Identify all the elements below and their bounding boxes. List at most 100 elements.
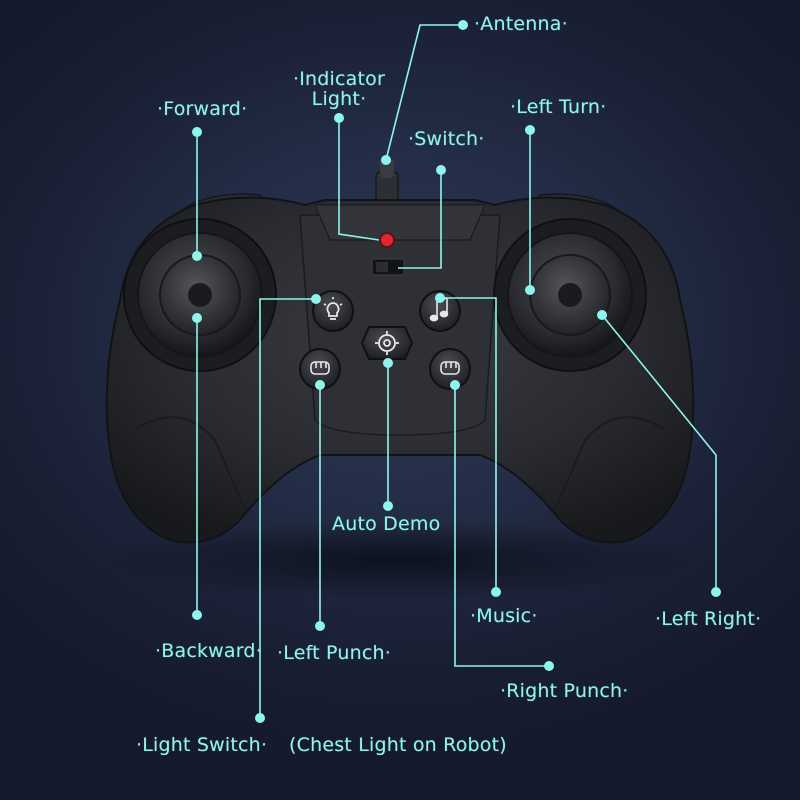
dot-separator: · <box>600 96 607 118</box>
label-left-right: ·Left Right· <box>655 609 761 629</box>
dot-separator: · <box>531 605 538 627</box>
dot <box>311 294 321 304</box>
gear-icon <box>375 331 399 355</box>
leader-music <box>440 297 497 592</box>
dot-separator: · <box>655 608 662 630</box>
dot <box>458 20 468 30</box>
label-backward: ·Backward· <box>155 641 262 661</box>
label-text: Backward <box>161 640 256 662</box>
label-forward: ·Forward· <box>157 99 247 119</box>
right-punch-button <box>429 348 471 390</box>
leader-dots <box>192 20 721 723</box>
antenna <box>375 158 399 207</box>
dot-separator: · <box>510 96 517 118</box>
label-text: Light <box>311 88 361 110</box>
label-text: (Chest Light on Robot) <box>289 734 507 756</box>
label-text: Auto Demo <box>332 513 441 535</box>
dot-separator: · <box>292 68 300 90</box>
leader-antenna <box>385 24 463 161</box>
left-grip-contour <box>134 416 246 511</box>
indicator-led <box>379 232 395 248</box>
label-indicator-light: ·Indicator Light· <box>287 69 391 109</box>
dot-separator: · <box>155 640 162 662</box>
leader-light-switch <box>259 298 316 718</box>
label-music: ·Music· <box>470 606 538 626</box>
music-button <box>419 290 461 332</box>
left-joystick <box>123 218 277 372</box>
label-chest-light: (Chest Light on Robot) <box>289 735 507 755</box>
power-switch-knob <box>376 262 388 272</box>
right-grip-contour <box>554 416 666 511</box>
dot-separator: · <box>408 128 415 150</box>
label-text: Indicator <box>299 68 385 90</box>
bulb-icon <box>323 297 343 320</box>
label-text: Left Turn <box>516 96 601 118</box>
dot <box>383 358 393 368</box>
dot <box>491 587 501 597</box>
dot <box>544 661 554 671</box>
dot <box>192 313 202 323</box>
right-joystick <box>493 218 647 372</box>
label-text: Right Punch <box>506 680 623 702</box>
label-text: Left Punch <box>283 642 385 664</box>
dot-separator: · <box>622 680 629 702</box>
fist-icon <box>440 361 460 375</box>
dot-separator: · <box>478 128 485 150</box>
dot-separator: · <box>255 640 262 662</box>
dot-separator: · <box>474 13 481 35</box>
dot <box>334 113 344 123</box>
label-text: Antenna <box>480 13 562 35</box>
floor-shadow <box>100 520 700 600</box>
leader-lines <box>196 24 717 718</box>
label-text: Forward <box>163 98 242 120</box>
label-text: Light Switch <box>142 734 261 756</box>
label-antenna: ·Antenna· <box>474 14 568 34</box>
dot <box>383 501 393 511</box>
leader-left-right <box>601 314 717 592</box>
dot <box>436 165 446 175</box>
label-left-turn: ·Left Turn· <box>510 97 606 117</box>
label-auto-demo: Auto Demo <box>332 514 440 534</box>
leader-right-punch <box>454 385 549 667</box>
dot-separator: · <box>157 98 164 120</box>
dot <box>525 285 535 295</box>
auto-demo-button <box>360 326 414 360</box>
dot <box>192 610 202 620</box>
dot <box>435 293 445 303</box>
dot <box>315 621 325 631</box>
dot <box>381 155 391 165</box>
dot <box>711 587 721 597</box>
dot-separator: · <box>470 605 477 627</box>
dot-separator: · <box>500 680 507 702</box>
dot <box>597 310 607 320</box>
dot-separator: · <box>755 608 762 630</box>
dot-separator: · <box>277 642 284 664</box>
dot <box>192 127 202 137</box>
leader-switch <box>398 170 442 269</box>
dot <box>525 125 535 135</box>
label-text: Left Right <box>661 608 756 630</box>
music-note-icon <box>429 297 449 322</box>
leader-indicator-light <box>338 118 380 241</box>
fist-icon <box>310 361 330 375</box>
dot-separator: · <box>561 13 568 35</box>
dot-separator: · <box>384 642 391 664</box>
dot-separator: · <box>360 88 367 110</box>
label-text: Switch <box>414 128 479 150</box>
dot-separator: · <box>241 98 248 120</box>
light-switch-button <box>312 290 354 332</box>
label-light-switch: ·Light Switch· <box>136 735 267 755</box>
dot <box>315 380 325 390</box>
dot <box>450 380 460 390</box>
top-panel <box>314 204 486 241</box>
dot <box>255 713 265 723</box>
label-right-punch: ·Right Punch· <box>500 681 628 701</box>
label-left-punch: ·Left Punch· <box>277 643 391 663</box>
label-text: Music <box>476 605 532 627</box>
dot <box>192 251 202 261</box>
label-switch: ·Switch· <box>408 129 485 149</box>
dot-separator: · <box>136 734 143 756</box>
dot-separator: · <box>260 734 268 756</box>
